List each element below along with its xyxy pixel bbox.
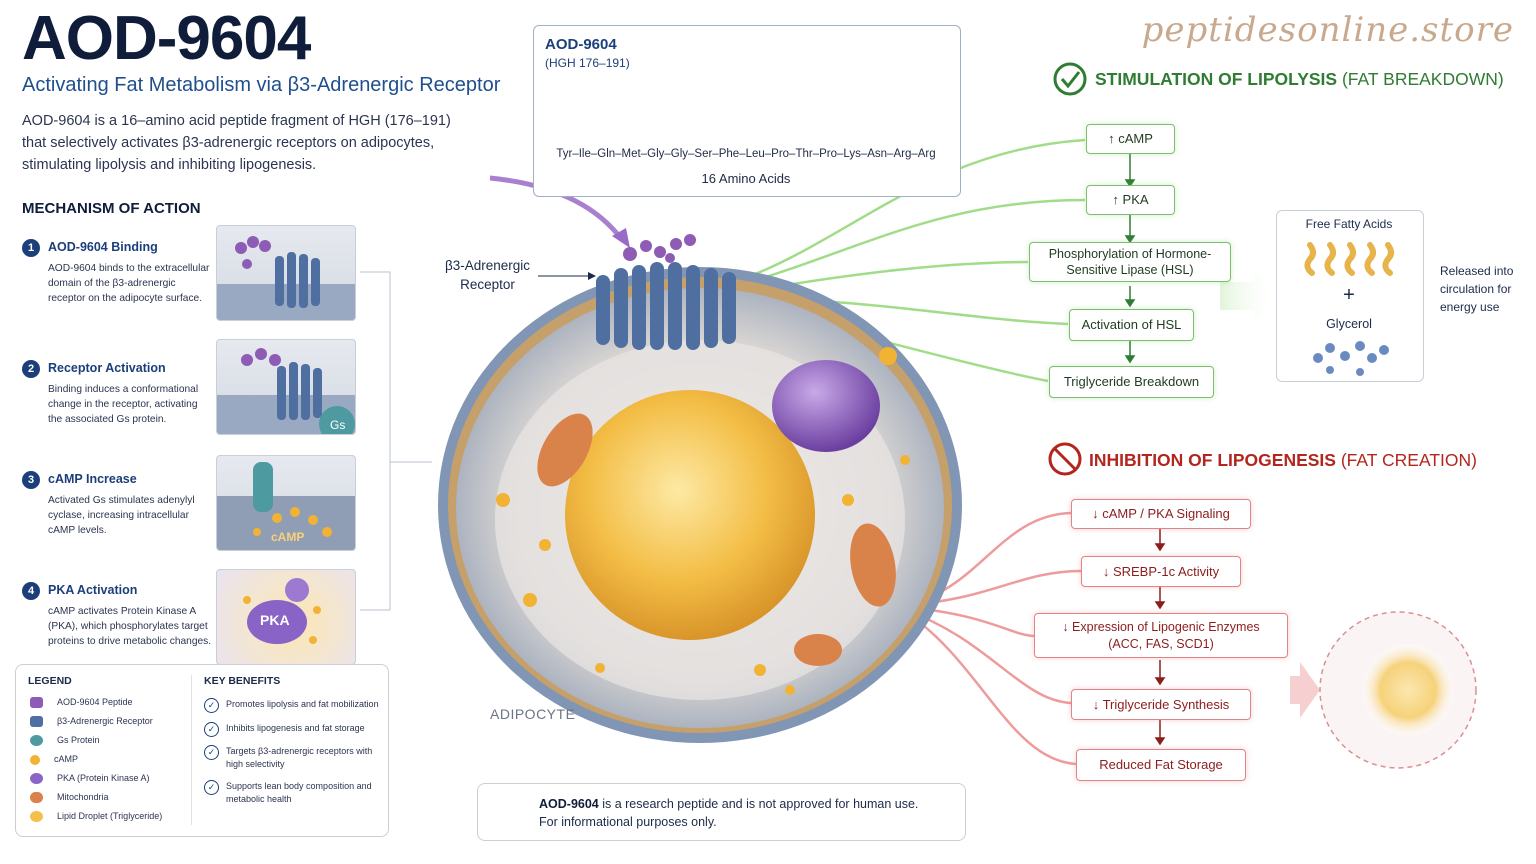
step-title: AOD-9604 Binding [48, 240, 158, 254]
lipolysis-step: ↑ PKA [1086, 185, 1175, 215]
binding-thumbnail [216, 225, 356, 321]
pka-icon [30, 773, 43, 785]
disclaimer-text: AOD-9604 is a research peptide and is no… [539, 795, 959, 831]
lipogenesis-step: ↓ cAMP / PKA Signaling [1071, 499, 1251, 529]
mitochondria-icon [30, 792, 43, 804]
disclaimer-line1: is a research peptide and is not approve… [598, 797, 919, 811]
peptide-name: AOD-9604 [545, 36, 617, 53]
peptide-sequence: Tyr–Ile–Gln–Met–Gly–Gly–Ser–Phe–Leu–Pro–… [556, 148, 936, 160]
check-icon: ✓ [204, 745, 219, 760]
lipogenesis-step: Reduced Fat Storage [1076, 749, 1246, 781]
glycerol-graphic [1313, 341, 1389, 376]
binding-arrow [489, 175, 625, 242]
lipogenesis-title: INHIBITION OF LIPOGENESIS (FAT CREATION) [1089, 450, 1477, 470]
legend-item: AOD-9604 Peptide [30, 697, 133, 711]
mitochondrion-right [850, 523, 896, 607]
peptide-icon [30, 697, 43, 709]
pka-thumbnail: PKA [216, 569, 356, 665]
step-description: cAMP activates Protein Kinase A (PKA), w… [48, 606, 212, 647]
lipogenesis-arrows [1154, 528, 1166, 746]
watermark: peptidesonline.store [1141, 10, 1514, 50]
receptor-graphic [596, 262, 736, 350]
lipid-droplets-small [496, 347, 910, 695]
adipocyte-label: ADIPOCYTE [490, 706, 576, 722]
page-subtitle: Activating Fat Metabolism via β3-Adrener… [22, 74, 501, 96]
lipogenesis-step: ↓ Expression of Lipogenic Enzymes (ACC, … [1034, 613, 1288, 658]
intro-line: that selectively activates β3-adrenergic… [22, 135, 435, 151]
bound-peptide-graphic [623, 234, 696, 263]
legend-item: Mitochondria [30, 792, 109, 806]
step-number: 2 [22, 360, 40, 378]
lipolysis-step: Triglyceride Breakdown [1049, 366, 1214, 398]
peptide-info-box [533, 25, 961, 197]
purple-vesicle [772, 360, 880, 452]
fatty-acid-graphic [1304, 242, 1394, 276]
adipocyte-cell [438, 267, 962, 743]
mechanism-title: MECHANISM OF ACTION [22, 200, 201, 217]
lipolysis-step: ↑ cAMP [1086, 124, 1175, 154]
legend-item: Gs Protein [30, 735, 100, 749]
legend-item: cAMP [30, 754, 78, 768]
gs-protein-icon [30, 735, 43, 747]
check-icon: ✓ [204, 722, 219, 737]
lipolysis-step: Activation of HSL [1069, 309, 1194, 341]
camp-label: cAMP [271, 530, 305, 544]
step-description: AOD-9604 binds to the extracellular doma… [48, 263, 210, 304]
intro-line: stimulating lipolysis and inhibiting lip… [22, 157, 317, 173]
disclaimer-bold: AOD-9604 [539, 797, 599, 811]
prohibited-icon [1048, 442, 1082, 476]
camp-thumbnail: cAMP [216, 455, 356, 551]
step-number: 1 [22, 239, 40, 257]
plus-sign: + [1343, 284, 1355, 306]
legend-panel: LEGEND AOD-9604 Peptide β3-Adrenergic Re… [15, 664, 389, 837]
legend-item: β3-Adrenergic Receptor [30, 716, 153, 730]
lipolysis-title: STIMULATION OF LIPOLYSIS (FAT BREAKDOWN) [1095, 69, 1504, 89]
disclaimer-line2: For informational purposes only. [539, 815, 717, 829]
activation-thumbnail: Gs [216, 339, 356, 435]
products-arrow [1220, 268, 1277, 324]
step-title: cAMP Increase [48, 472, 137, 486]
camp-icon [30, 754, 40, 765]
legend-title: LEGEND [28, 675, 72, 687]
step-title: Receptor Activation [48, 361, 166, 375]
step-description: Binding induces a conformational change … [48, 384, 199, 425]
check-icon: ✓ [204, 780, 219, 795]
released-text: Released into circulation for energy use [1440, 264, 1514, 314]
lipid-droplet-icon [30, 811, 43, 823]
reduced-fat-cell [1319, 611, 1477, 769]
disclaimer-box [477, 783, 966, 841]
lipogenesis-step: ↓ Triglyceride Synthesis [1071, 689, 1251, 720]
key-benefits-title: KEY BENEFITS [204, 675, 281, 687]
gs-label: Gs [330, 418, 346, 432]
reduced-cell-arrow [1290, 662, 1320, 718]
step-title: PKA Activation [48, 583, 138, 597]
step-number: 4 [22, 582, 40, 600]
step-number: 3 [22, 471, 40, 489]
legend-divider [191, 675, 192, 825]
mitochondrion-left [537, 413, 593, 487]
legend-item: Lipid Droplet (Triglyceride) [30, 811, 162, 825]
glycerol-label: Glycerol [1326, 317, 1372, 331]
amino-acid-count: 16 Amino Acids [701, 171, 791, 186]
receptor-icon [30, 716, 43, 728]
step-description: Activated Gs stimulates adenylyl cyclase… [48, 495, 195, 536]
lipolysis-arrows [1124, 154, 1136, 364]
check-icon: ✓ [204, 698, 219, 713]
intro-text: AOD-9604 is a 16–amino acid peptide frag… [22, 110, 462, 176]
legend-item: PKA (Protein Kinase A) [30, 773, 150, 787]
intro-line: AOD-9604 is a 16–amino acid peptide frag… [22, 113, 451, 129]
pka-label: PKA [260, 612, 290, 628]
free-fatty-acids-label: Free Fatty Acids [1305, 217, 1393, 231]
peptide-fragment: (HGH 176–191) [545, 56, 630, 70]
receptor-label: β3-Adrenergic Receptor [444, 258, 531, 292]
lipogenesis-step: ↓ SREBP-1c Activity [1081, 556, 1241, 587]
check-circle-icon [1053, 62, 1087, 96]
mitochondrion-bottom [794, 634, 842, 666]
products-bracket [1276, 210, 1424, 382]
page-title: AOD-9604 [22, 4, 311, 73]
lipolysis-step: Phosphorylation of Hormone-Sensitive Lip… [1029, 242, 1231, 282]
lipid-droplet-nucleus [565, 390, 815, 640]
